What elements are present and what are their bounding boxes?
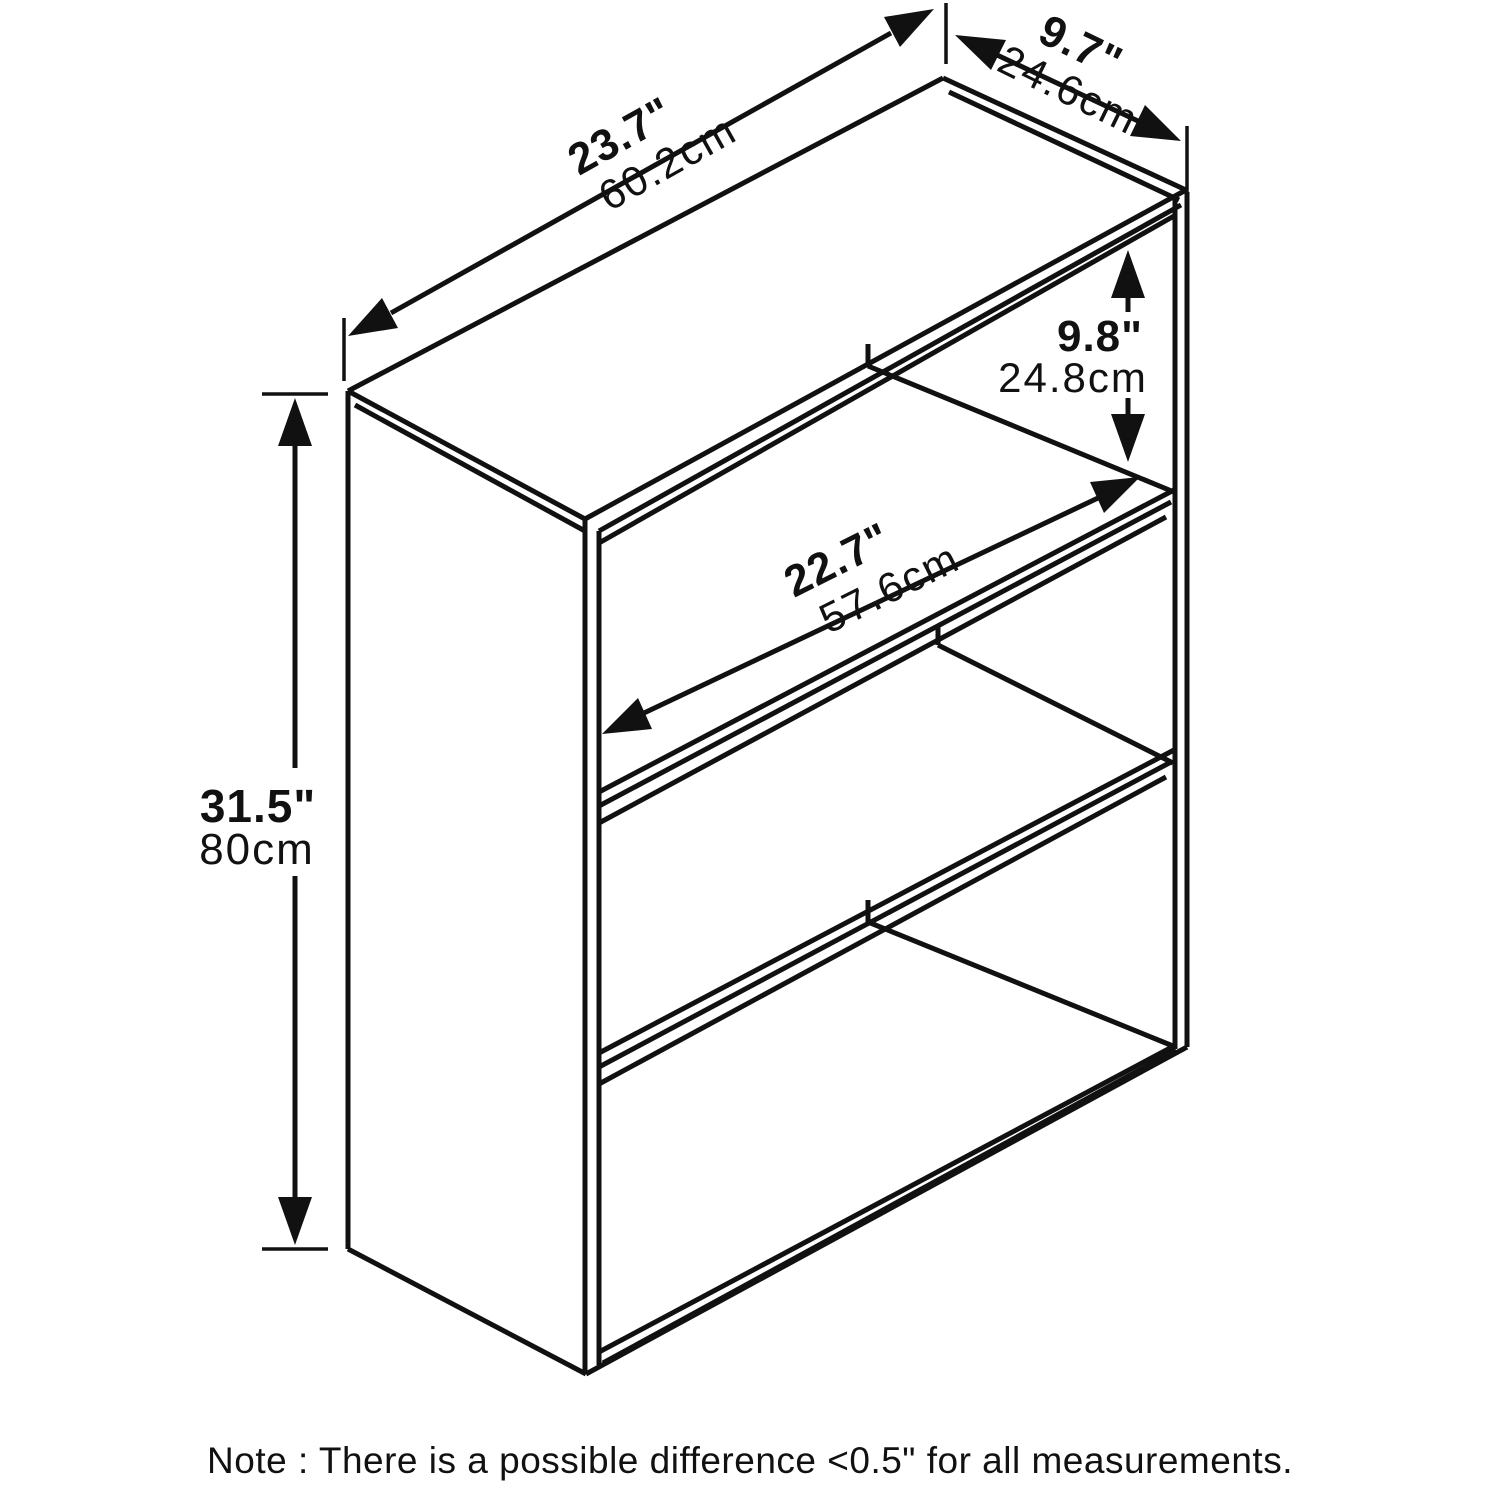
dimension-outer-depth: 9.7" 24.6cm (955, 6, 1189, 193)
measurement-note: Note : There is a possible difference <0… (207, 1440, 1293, 1481)
dimension-shelf-opening: 9.8" 24.8cm (998, 250, 1148, 462)
top-left-edge-outer (346, 388, 587, 522)
height-arrowhead-down (278, 1197, 312, 1245)
opening2-back-depth-line (936, 642, 1175, 766)
depth-arrow-shaft (995, 52, 1140, 124)
shelf1-top-edge (597, 487, 1176, 795)
opening-inches-label: 9.8" (1057, 312, 1143, 361)
depth-arrowhead-right (1130, 105, 1181, 141)
ceiling-inner-edge (597, 213, 1176, 546)
opening-arrowhead-down (1111, 414, 1145, 462)
dimension-inner-width: 22.7" 57.6cm (602, 477, 1140, 734)
opening-cm-label: 24.8cm (998, 354, 1148, 401)
front-bottom-edge-outer (584, 1044, 1189, 1377)
height-inches-label: 31.5" (200, 780, 316, 832)
front-top-edge-chamfer (597, 202, 1183, 534)
inner-width-arrow-shaft (642, 495, 1100, 716)
height-cm-label: 80cm (199, 825, 315, 874)
bottom-panel-top-edge (597, 1043, 1176, 1355)
top-right-edge-outer (941, 75, 1188, 193)
shelf2-top-edge (597, 747, 1176, 1056)
width-arrow-shaft (389, 30, 893, 316)
front-top-edge-outer (583, 187, 1188, 522)
opening-arrowhead-up (1111, 250, 1145, 298)
height-arrowhead-up (278, 398, 312, 446)
top-left-edge-inner (353, 402, 587, 534)
inner-width-arrowhead-right (1090, 477, 1140, 513)
depth-arrowhead-left (955, 35, 1006, 70)
opening3-back-depth-line (867, 919, 1174, 1049)
bottom-left-edge (346, 1246, 588, 1377)
dimension-outer-height: 31.5" 80cm (199, 392, 328, 1251)
opening1-back-depth-line (867, 363, 1175, 495)
dimension-outer-width: 23.7" 60.2cm (342, 3, 948, 381)
top-back-edge (346, 75, 945, 394)
top-right-edge-chamfer (947, 89, 1181, 203)
width-arrowhead-left (348, 298, 398, 336)
inner-width-arrowhead-left (602, 698, 652, 734)
shelf1-bottom-edge (597, 514, 1168, 826)
width-arrowhead-right (884, 9, 934, 47)
bookcase-outline (345, 75, 1190, 1377)
shelf1-mid-edge (597, 499, 1173, 809)
shelf2-mid-edge (597, 759, 1173, 1070)
